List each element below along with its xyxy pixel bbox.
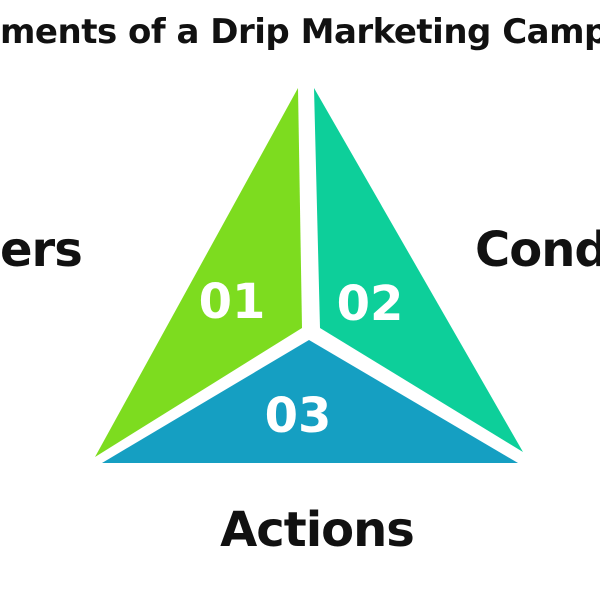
label-actions: Actions bbox=[220, 502, 415, 558]
label-triggers: ers bbox=[0, 222, 83, 278]
segment-02 bbox=[314, 88, 523, 452]
page-title: ments of a Drip Marketing Campa bbox=[0, 12, 600, 52]
label-conditions: Cond bbox=[475, 222, 600, 278]
segment-03-number: 03 bbox=[265, 388, 332, 444]
segment-01-number: 01 bbox=[199, 274, 266, 330]
segment-02-number: 02 bbox=[337, 276, 404, 332]
segment-01 bbox=[95, 88, 302, 457]
segment-03 bbox=[102, 340, 518, 463]
